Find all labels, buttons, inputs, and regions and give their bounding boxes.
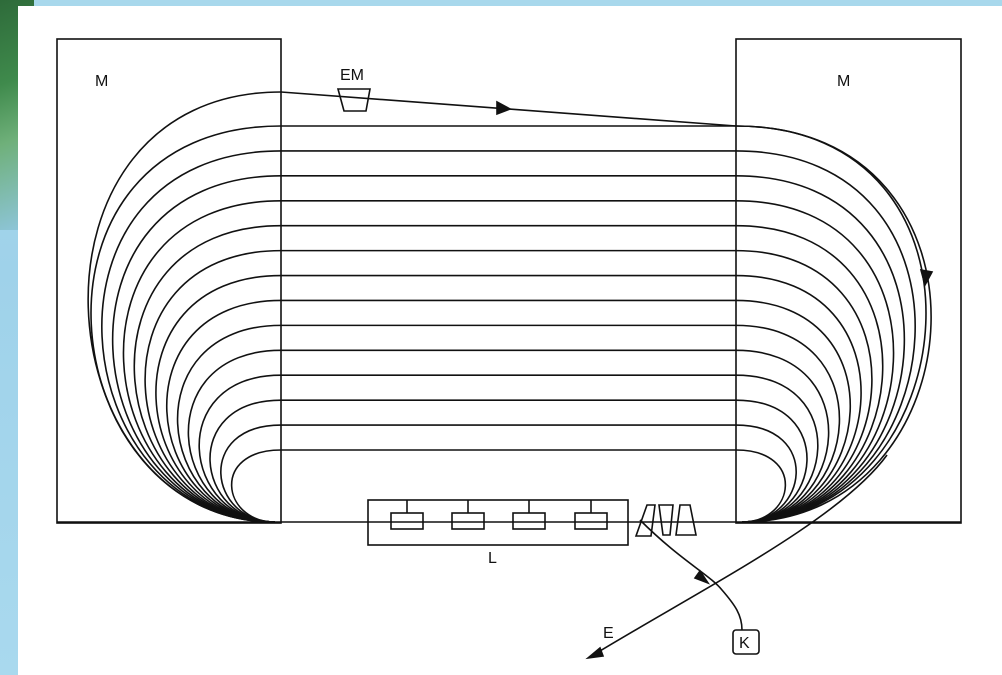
lane-curve-left <box>187 349 282 523</box>
bar-unit <box>512 512 546 530</box>
lane-curve-right <box>735 249 873 523</box>
k-box <box>732 629 760 655</box>
outer-curve-left <box>87 91 282 523</box>
k-arrow <box>693 569 711 585</box>
label-right-m: M <box>837 73 850 90</box>
exit-path <box>589 454 888 658</box>
cone-2 <box>658 504 674 536</box>
lane-curve-left <box>176 324 282 523</box>
left-block <box>56 38 282 524</box>
label-left-m: M <box>95 73 108 90</box>
lane-curve-left <box>133 224 282 523</box>
lane-curve-left <box>111 175 282 523</box>
label-e: E <box>603 625 614 642</box>
lane-curve-left <box>122 199 282 523</box>
lane-curve-right <box>735 224 884 523</box>
label-em: EM <box>340 67 364 84</box>
bar-unit <box>390 512 424 530</box>
lane-curve-left <box>230 449 282 523</box>
bar-unit <box>574 512 608 530</box>
label-k: K <box>739 635 750 652</box>
lane-curve-right <box>735 150 916 523</box>
k-path <box>639 519 743 631</box>
lane-curve-left <box>144 249 282 523</box>
bar-unit <box>451 512 485 530</box>
arrow-top <box>496 100 512 116</box>
em-marker <box>336 88 371 112</box>
cone-1 <box>634 504 656 537</box>
label-l: L <box>488 550 497 567</box>
exit-arrowhead <box>585 646 605 660</box>
lane-curve-right <box>735 175 906 523</box>
bar-units <box>390 500 608 530</box>
lane-curve-right <box>735 199 895 523</box>
cone-3 <box>675 504 697 536</box>
lane-curve-right <box>735 324 841 523</box>
bottom-bar <box>367 499 629 546</box>
lane-lines <box>87 91 932 523</box>
lane-curve-left <box>101 150 282 523</box>
lane-curve-right <box>735 449 787 523</box>
arrow-right <box>919 268 934 288</box>
lane-curve-right <box>735 299 852 523</box>
diagram-sheet <box>18 6 1002 675</box>
lane-curve-right <box>735 349 830 523</box>
outer-curve-right <box>735 125 932 523</box>
right-block <box>735 38 962 524</box>
lane-curve-left <box>165 299 282 523</box>
